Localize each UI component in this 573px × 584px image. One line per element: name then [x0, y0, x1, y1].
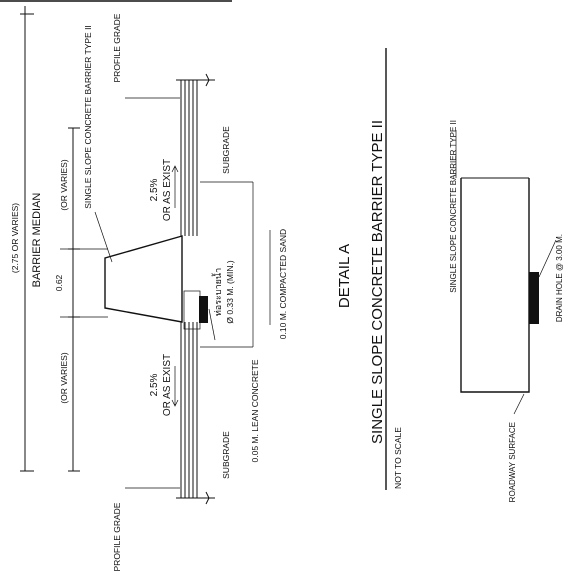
svg-text:2.5%: 2.5% [149, 373, 160, 396]
svg-text:0.05 M. LEAN CONCRETE: 0.05 M. LEAN CONCRETE [250, 359, 260, 462]
svg-text:ท่อระบายน้ำ: ท่อระบายน้ำ [211, 268, 223, 316]
svg-text:SINGLE SLOPE CONCRETE BARRIER: SINGLE SLOPE CONCRETE BARRIER TYPE II [369, 120, 386, 444]
svg-text:ROADWAY SURFACE: ROADWAY SURFACE [508, 422, 517, 502]
svg-text:(2.75 OR VARIES): (2.75 OR VARIES) [10, 203, 20, 273]
barrier-median-label: BARRIER MEDIAN [31, 193, 43, 288]
roadway-surface-label: ROADWAY SURFACE [508, 422, 517, 502]
svg-text:DRAIN HOLE @ 3.00 M.: DRAIN HOLE @ 3.00 M. [555, 234, 564, 322]
median-width-label: (2.75 OR VARIES) [10, 203, 20, 273]
drain-diameter-label: Ø 0.33 M. (MIN.) [225, 260, 235, 323]
svg-text:0.62: 0.62 [54, 274, 64, 291]
median-dimension-lines [20, 6, 108, 472]
subgrade-bottom-label: SUBGRADE [221, 431, 231, 479]
slope-left-arrow [171, 366, 179, 407]
pavement-layers-upper [176, 73, 215, 236]
detail-title: DETAIL A [336, 244, 353, 308]
detail-subtitle: SINGLE SLOPE CONCRETE BARRIER TYPE II [369, 120, 386, 444]
svg-text:SUBGRADE: SUBGRADE [221, 126, 231, 174]
roadway-surface-leader [513, 393, 525, 415]
slope-left-value: 2.5% [149, 373, 160, 396]
detail-scale-label: NOT TO SCALE [393, 427, 403, 489]
svg-text:SINGLE SLOPE CONCRETE BARRIER: SINGLE SLOPE CONCRETE BARRIER TYPE II [83, 25, 93, 209]
svg-text:OR AS EXIST: OR AS EXIST [162, 159, 173, 221]
slope-right-value: 2.5% [149, 178, 160, 201]
barrier-width-label: 0.62 [54, 274, 64, 291]
svg-text:Ø 0.33 M. (MIN.): Ø 0.33 M. (MIN.) [225, 260, 235, 323]
slope-left-text: OR AS EXIST [162, 354, 173, 416]
compacted-sand-label: 0.10 M. COMPACTED SAND [278, 229, 288, 339]
profile-grade-top-label: PROFILE GRADE [112, 13, 122, 82]
drain-hole-leader [538, 239, 557, 278]
svg-text:SINGLE SLOPE CONCRETE BARRIER: SINGLE SLOPE CONCRETE BARRIER TYPE II [449, 120, 458, 293]
or-varies-right-label: (OR VARIES) [59, 159, 69, 210]
drain-hole-label: DRAIN HOLE @ 3.00 M. [555, 234, 564, 322]
detail-barrier-callout: SINGLE SLOPE CONCRETE BARRIER TYPE II [449, 120, 458, 293]
barrier-section-shape [104, 235, 183, 323]
svg-text:OR AS EXIST: OR AS EXIST [162, 354, 173, 416]
svg-text:BARRIER MEDIAN: BARRIER MEDIAN [31, 193, 43, 288]
svg-text:(OR VARIES): (OR VARIES) [59, 159, 69, 210]
lean-concrete-bracket [200, 181, 254, 348]
svg-text:0.10 M. COMPACTED SAND: 0.10 M. COMPACTED SAND [278, 229, 288, 339]
svg-text:PROFILE GRADE: PROFILE GRADE [112, 502, 122, 571]
svg-text:(OR VARIES): (OR VARIES) [59, 352, 69, 403]
svg-text:PROFILE GRADE: PROFILE GRADE [112, 13, 122, 82]
detail-barrier-shape [460, 177, 539, 393]
lean-concrete-bed [183, 290, 201, 330]
svg-text:SUBGRADE: SUBGRADE [221, 431, 231, 479]
or-varies-left-label: (OR VARIES) [59, 352, 69, 403]
svg-text:DETAIL A: DETAIL A [336, 244, 353, 308]
drain-thai-label: ท่อระบายน้ำ [211, 268, 223, 316]
slope-right-text: OR AS EXIST [162, 159, 173, 221]
barrier-callout-leader [94, 211, 113, 263]
lean-concrete-label: 0.05 M. LEAN CONCRETE [250, 359, 260, 462]
svg-text:2.5%: 2.5% [149, 178, 160, 201]
pavement-layers-lower [176, 322, 215, 505]
drain-pipe-symbol [199, 296, 208, 323]
slope-right-arrow [171, 165, 179, 208]
barrier-callout-label: SINGLE SLOPE CONCRETE BARRIER TYPE II [83, 25, 93, 209]
svg-text:NOT TO SCALE: NOT TO SCALE [393, 427, 403, 489]
profile-grade-bottom-label: PROFILE GRADE [112, 502, 122, 571]
subgrade-top-label: SUBGRADE [221, 126, 231, 174]
drain-leader [208, 308, 216, 341]
